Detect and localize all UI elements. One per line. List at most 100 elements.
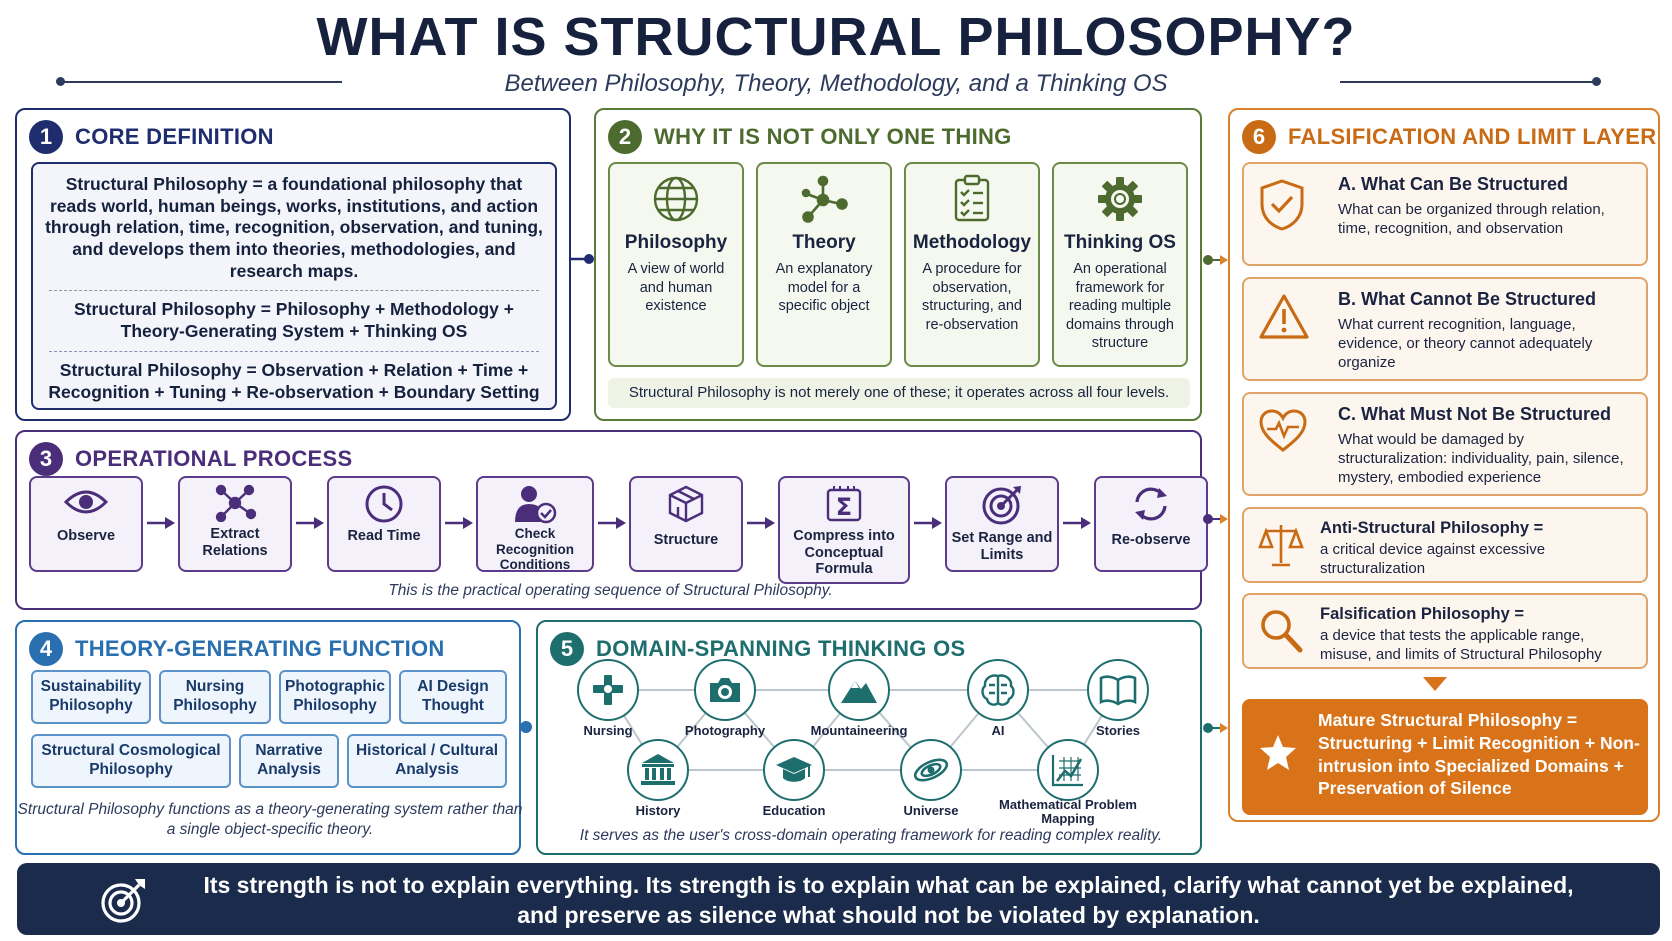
node-education (763, 739, 825, 801)
footer-banner: Its strength is not to explain everythin… (17, 863, 1660, 935)
footer-text: Its strength is not to explain everythin… (127, 871, 1650, 931)
connector-1-2 (570, 254, 594, 264)
card-title: Thinking OS (1064, 232, 1176, 253)
box-desc: What would be damaged by structuralizati… (1338, 431, 1624, 487)
panel-number: 6 (1242, 120, 1276, 154)
node-nursing (577, 659, 639, 721)
panel-number: 2 (608, 120, 642, 154)
title-rule-left (60, 81, 342, 83)
mature-text: Mature Structural Philosophy = Structuri… (1318, 710, 1640, 799)
step-label: Check Recognition Conditions (496, 526, 574, 573)
relations-icon (215, 484, 257, 522)
connector-3-6 (1203, 514, 1228, 524)
clock-icon (365, 485, 403, 523)
box-anti-structural: Anti-Structural Philosophy = a critical … (1242, 507, 1648, 583)
node-label: Universe (903, 803, 959, 818)
step-label: Re-observe (1111, 532, 1191, 548)
panel-number: 4 (29, 632, 63, 666)
node-label: Photography (684, 723, 766, 738)
svg-text:Σ: Σ (836, 493, 852, 521)
globe-icon (653, 176, 699, 222)
down-arrow-icon (1423, 677, 1447, 691)
rule-dot-left (56, 77, 65, 86)
star-icon (1260, 735, 1296, 770)
galaxy-icon (913, 758, 949, 782)
panel-title: WHY IT IS NOT ONLY ONE THING (654, 124, 1012, 149)
card-philosophy: Philosophy A view of world and human exi… (608, 162, 744, 367)
arrow-right-icon (747, 517, 775, 529)
sigma-icon: Σ (826, 486, 862, 522)
arrow-right-icon (147, 517, 175, 529)
step-check-recognition: Check Recognition Conditions (476, 476, 594, 572)
panel-header: 3 OPERATIONAL PROCESS (29, 442, 352, 476)
step-label: Structure (653, 532, 719, 548)
node-universe (900, 739, 962, 801)
card-desc: A view of world and human existence (627, 261, 725, 315)
panel-title: CORE DEFINITION (75, 124, 274, 149)
panel-number: 3 (29, 442, 63, 476)
cube-icon (668, 485, 704, 523)
not-one-thing-panel: 2 WHY IT IS NOT ONLY ONE THING Philosoph… (594, 108, 1202, 421)
card-title: Methodology (912, 232, 1032, 253)
node-math-mapping (1037, 739, 1099, 801)
operational-process-panel: 3 OPERATIONAL PROCESS Observe Extract Re… (15, 430, 1208, 610)
panel-header: 4 THEORY-GENERATING FUNCTION (29, 632, 445, 666)
arrow-right-icon (296, 517, 324, 529)
box-can-be-structured: A. What Can Be Structured What can be or… (1242, 162, 1648, 266)
heart-pulse-icon (1259, 409, 1307, 452)
panel-title: DOMAIN-SPANNING THINKING OS (596, 636, 966, 661)
panel-header: 6 FALSIFICATION AND LIMIT LAYER (1242, 120, 1656, 154)
box-title: Anti-Structural Philosophy = (1320, 519, 1544, 537)
node-label: Mathematical Problem Mapping (999, 797, 1137, 827)
step-compress-formula: Σ Compress into Conceptual Formula (778, 476, 910, 584)
domain-note: It serves as the user's cross-domain ope… (579, 827, 1163, 844)
step-extract-relations: Extract Relations (178, 476, 292, 572)
warning-icon (1259, 294, 1309, 339)
core-definition-panel: 1 CORE DEFINITION Structural Philosophy … (15, 108, 571, 421)
magnifier-icon (1261, 610, 1303, 653)
card-desc: An operational framework for reading mul… (1065, 261, 1174, 352)
node-label: Nursing (583, 723, 633, 738)
mountain-icon (841, 681, 877, 703)
box-cannot-be-structured: B. What Cannot Be Structured What curren… (1242, 277, 1648, 381)
step-label: Observe (56, 528, 116, 544)
card-theory: Theory An explanatory model for a specif… (756, 162, 892, 367)
clipboard-icon (954, 174, 990, 222)
connector-5-6 (1203, 723, 1228, 733)
formula-2: Structural Philosophy = Observation + Re… (48, 359, 540, 402)
arrow-right-icon (445, 517, 473, 529)
step-re-observe: Re-observe (1094, 476, 1208, 572)
page-title: WHAT IS STRUCTURAL PHILOSOPHY? (316, 7, 1356, 67)
brain-icon (981, 674, 1015, 706)
arrow-right-icon (598, 517, 626, 529)
rule-dot-right (1592, 77, 1601, 86)
footer-line-2: and preserve as silence what should not … (517, 901, 1260, 928)
graph-icon (1051, 755, 1083, 787)
divider (49, 350, 539, 352)
card-methodology: Methodology A procedure for observation,… (904, 162, 1040, 367)
step-label: Compress into Conceptual Formula (793, 528, 895, 578)
theory-tag: AI Design Thought (399, 670, 507, 724)
box-desc: What current recognition, language, evid… (1338, 316, 1593, 372)
connector-4-5 (520, 721, 532, 733)
theory-tag: Structural Cosmological Philosophy (31, 734, 231, 788)
divider (49, 290, 539, 292)
page-subtitle: Between Philosophy, Theory, Methodology,… (504, 70, 1168, 97)
falsification-panel: 6 FALSIFICATION AND LIMIT LAYER A. What … (1228, 108, 1660, 822)
formula-1: Structural Philosophy = Philosophy + Met… (74, 299, 514, 342)
theory-tag: Historical / Cultural Analysis (347, 734, 507, 788)
panel-header: 1 CORE DEFINITION (29, 120, 274, 154)
mature-structural-box: Mature Structural Philosophy = Structuri… (1242, 699, 1648, 815)
scales-icon (1258, 525, 1304, 567)
target-icon (982, 486, 1021, 525)
footer-line-1: Its strength is not to explain everythin… (203, 872, 1574, 898)
card-thinking-os: Thinking OS An operational framework for… (1052, 162, 1188, 367)
refresh-icon (1135, 487, 1167, 521)
step-read-time: Read Time (327, 476, 441, 572)
arrow-right-icon (1063, 517, 1091, 529)
theory-generating-panel: 4 THEORY-GENERATING FUNCTION Sustainabil… (15, 620, 522, 855)
panel-number: 5 (550, 632, 584, 666)
box-desc: a critical device against excessive stru… (1320, 541, 1546, 578)
box-title: C. What Must Not Be Structured (1338, 404, 1611, 424)
panel-title: FALSIFICATION AND LIMIT LAYER (1288, 124, 1657, 149)
